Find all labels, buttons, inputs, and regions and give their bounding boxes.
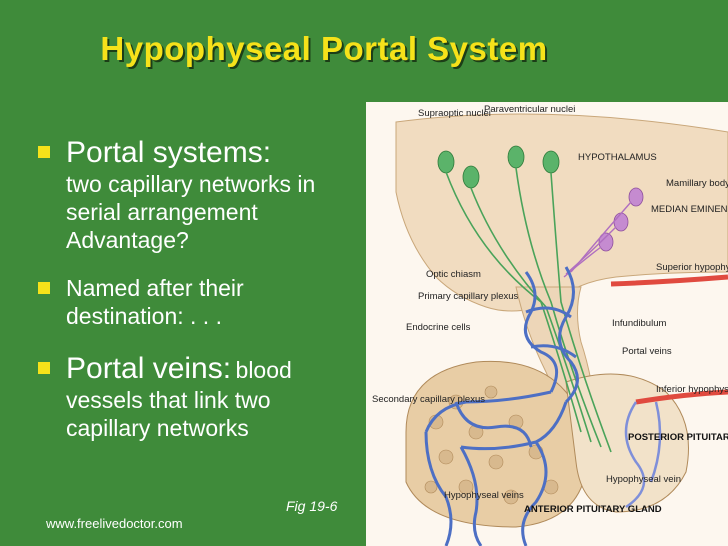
label-superior-artery: Superior hypophyseal artery bbox=[656, 262, 728, 273]
label-infundibulum: Infundibulum bbox=[612, 318, 666, 329]
label-primary-plexus: Primary capillary plexus bbox=[418, 291, 519, 302]
label-endocrine-cells: Endocrine cells bbox=[406, 322, 471, 333]
bullet-text: two capillary networks in serial arrange… bbox=[66, 171, 316, 253]
bullet-heading: Portal veins: bbox=[66, 352, 232, 385]
label-supraoptic: Supraoptic nuclei bbox=[418, 108, 491, 119]
bullet-heading: Portal systems: bbox=[66, 136, 272, 169]
label-hypophyseal-vein: Hypophyseal vein bbox=[606, 474, 681, 485]
bullet-portal-systems: Portal systems: two capillary networks i… bbox=[38, 136, 358, 254]
bullet-square-icon bbox=[38, 362, 50, 374]
label-paraventricular: Paraventricular nuclei bbox=[484, 104, 575, 115]
label-hypothalamus: HYPOTHALAMUS bbox=[578, 152, 657, 163]
label-optic-chiasm: Optic chiasm bbox=[426, 269, 481, 280]
label-mamillary: Mamillary body bbox=[666, 178, 728, 189]
label-hypophyseal-veins: Hypophyseal veins bbox=[444, 490, 524, 501]
bullet-text-inline: blood bbox=[235, 357, 292, 383]
pituitary-illustration: Supraoptic nuclei Paraventricular nuclei… bbox=[372, 104, 728, 546]
figure-caption: Fig 19-6 bbox=[286, 498, 338, 514]
label-secondary-plexus: Secondary capillary plexus bbox=[372, 394, 485, 405]
label-inferior-artery: Inferior hypophyseal artery bbox=[656, 384, 728, 395]
label-portal-veins: Portal veins bbox=[622, 346, 672, 357]
bullet-square-icon bbox=[38, 146, 50, 158]
bullet-list: Portal systems: two capillary networks i… bbox=[38, 136, 358, 456]
label-anterior-gland: ANTERIOR PITUITARY GLAND bbox=[524, 504, 662, 515]
bullet-named-after: Named after their destination: . . . bbox=[38, 274, 358, 330]
label-posterior-gland: POSTERIOR PITUITARY GLAND bbox=[628, 432, 728, 443]
bullet-portal-veins: Portal veins: blood vessels that link tw… bbox=[38, 352, 358, 442]
slide-title: Hypophyseal Portal System bbox=[100, 30, 548, 67]
website-footer: www.freelivedoctor.com bbox=[46, 516, 183, 531]
bullet-square-icon bbox=[38, 282, 50, 294]
label-median-eminence: MEDIAN EMINENCE bbox=[651, 204, 728, 215]
bullet-text: Named after their destination: . . . bbox=[66, 275, 244, 329]
bullet-text: vessels that link two capillary networks bbox=[66, 387, 271, 441]
pituitary-diagram: Supraoptic nuclei Paraventricular nuclei… bbox=[366, 102, 728, 546]
